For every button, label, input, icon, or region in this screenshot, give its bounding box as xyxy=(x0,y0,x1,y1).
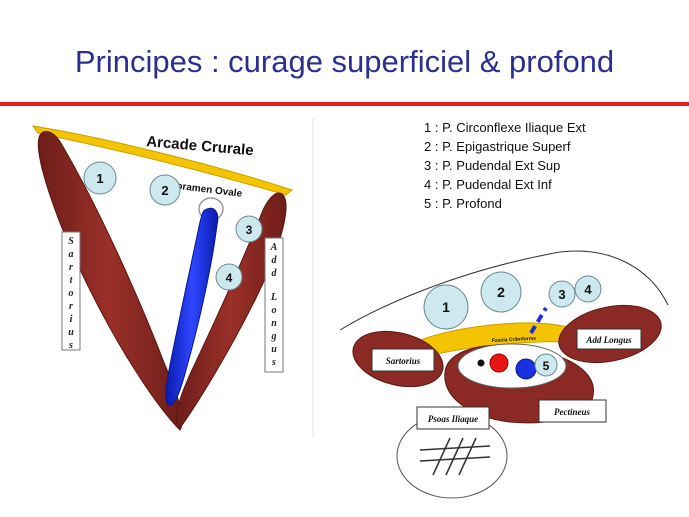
cross-section-diagram: Fascia Cribriforme Sartorius Add Longus xyxy=(340,251,668,498)
right-node-3-label: 3 xyxy=(558,287,565,302)
right-node-2-label: 2 xyxy=(497,284,505,300)
sartorius-letter: r xyxy=(69,301,73,312)
left-node-1: 1 xyxy=(84,162,116,194)
femoral-vein xyxy=(516,359,536,379)
add-longus-letter: o xyxy=(272,305,277,316)
right-node-4: 4 xyxy=(575,276,601,302)
right-node-1: 1 xyxy=(424,285,468,329)
foramen-ovale-label: Foramen Ovale xyxy=(170,180,243,200)
add-longus-letter: A xyxy=(270,242,278,253)
add-longus-letter: n xyxy=(271,318,277,329)
left-node-3-label: 3 xyxy=(246,223,253,237)
femoral-artery xyxy=(490,354,508,372)
sartorius-letter: s xyxy=(68,340,73,351)
right-node-4-label: 4 xyxy=(584,282,592,297)
add-longus-letter: s xyxy=(271,357,276,368)
pectineus-box-label: Pectineus xyxy=(554,407,590,417)
sartorius-box-label: Sartorius xyxy=(386,356,421,366)
sartorius-letter: i xyxy=(70,314,73,325)
right-node-5: 5 xyxy=(535,354,557,376)
right-node-5-label: 5 xyxy=(543,359,550,373)
sartorius-letter: r xyxy=(69,262,73,273)
sartorius-letter: o xyxy=(69,288,74,299)
left-node-2: 2 xyxy=(150,175,180,205)
right-node-3: 3 xyxy=(549,281,575,307)
femoral-triangle-diagram: Arcade Crurale Foramen Ovale S a r t o r… xyxy=(33,126,292,430)
left-node-2-label: 2 xyxy=(161,183,168,198)
add-longus-letter: u xyxy=(271,344,277,355)
nerve-dot xyxy=(478,360,485,367)
sartorius-label: S a r t o r i u s xyxy=(68,236,74,351)
left-node-4-label: 4 xyxy=(226,271,233,285)
left-node-3: 3 xyxy=(236,216,262,242)
psoas-box-label: Psoas Iliaque xyxy=(428,414,478,424)
sartorius-letter: a xyxy=(69,249,74,260)
sartorius-letter: u xyxy=(68,327,74,338)
add-longus-label: A d d L o n g u s xyxy=(270,242,278,368)
add-longus-letter: g xyxy=(271,331,277,342)
add-longus-box-label: Add Longus xyxy=(585,335,632,345)
left-node-4: 4 xyxy=(216,264,242,290)
left-node-1-label: 1 xyxy=(96,171,103,186)
right-node-1-label: 1 xyxy=(442,299,450,315)
sartorius-letter: S xyxy=(68,236,74,247)
add-longus-letter: L xyxy=(270,292,277,303)
right-node-2: 2 xyxy=(481,272,521,312)
